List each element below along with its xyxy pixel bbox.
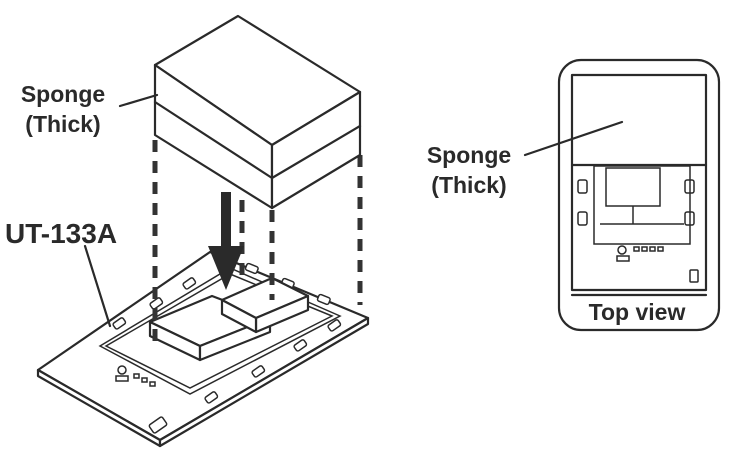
guide-lines <box>152 140 363 350</box>
board-pads <box>112 262 342 434</box>
sponge-right-label-line2: (Thick) <box>431 172 506 198</box>
sponge-left-label-line2: (Thick) <box>25 111 100 137</box>
device-leader <box>83 244 112 328</box>
top-view-component <box>616 245 664 262</box>
down-arrow-icon <box>208 192 244 290</box>
sponge-right-leader <box>523 120 624 157</box>
sponge-right-label-line1: Sponge <box>427 142 511 168</box>
thick-sponge-cube <box>153 14 362 210</box>
sponge-left-label-line1: Sponge <box>21 81 105 107</box>
small-sponge-block <box>220 276 310 334</box>
board-component <box>115 365 156 387</box>
top-view-label: Top view <box>589 299 686 325</box>
sponge-left-leader <box>118 93 159 108</box>
device-label: UT-133A <box>5 218 117 249</box>
top-view-panel <box>557 58 721 332</box>
